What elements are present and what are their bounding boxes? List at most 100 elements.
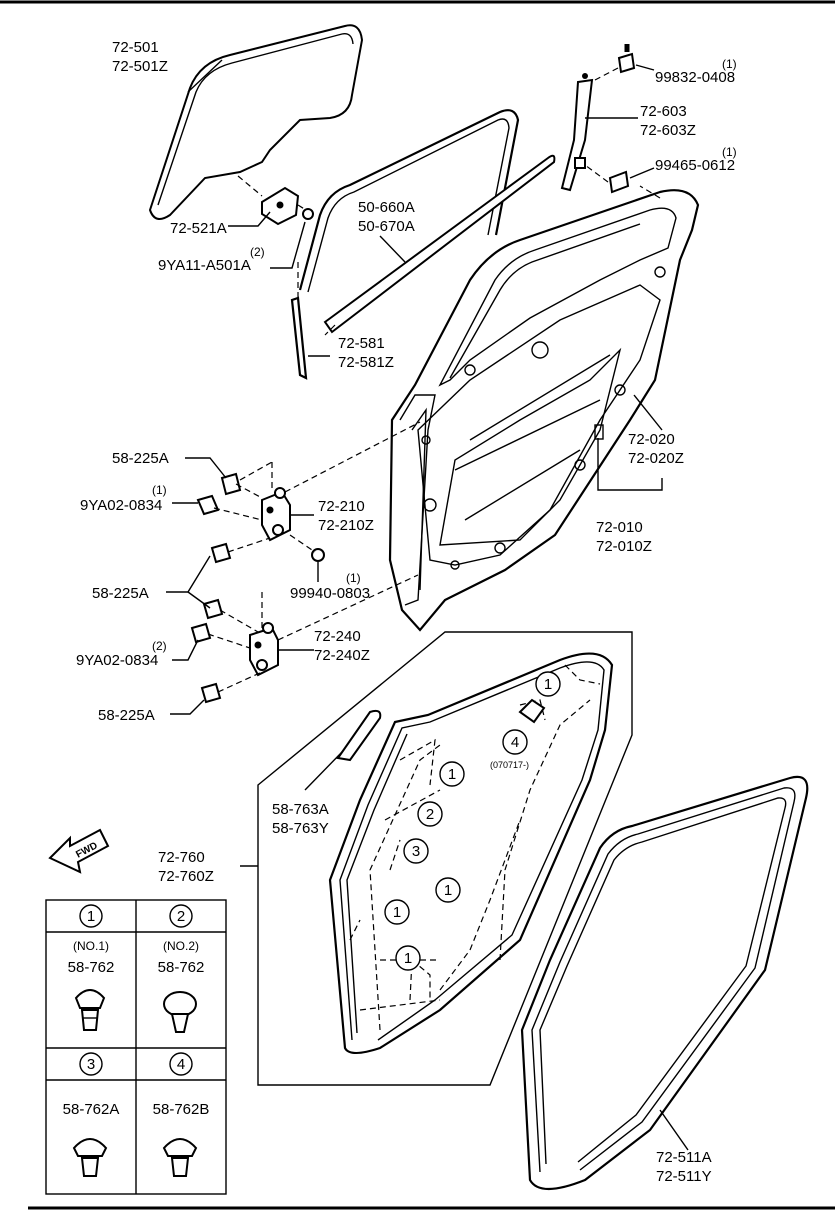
quantity-label: (2) [250,245,265,259]
door-weatherstrip-drawing [520,775,809,1190]
part-number-label: 72-210Z [318,517,374,534]
marker-number: 3 [412,843,420,860]
callout-9ya02-0834: (2)9YA02-0834 [76,639,167,669]
leader-72-501 [187,59,223,93]
seal-58-763A-drawing [336,709,382,762]
upper-hinge-drawing [196,421,421,620]
legend-part-number: 58-762B [153,1101,210,1118]
callout-9ya02-0834: (1)9YA02-0834 [80,483,167,514]
marker-number: 4 [511,734,519,751]
part-number-label: 9YA11-A501A [158,257,251,274]
leader-72-521A [228,211,271,227]
part-number-label: 72-501 [112,39,159,56]
leader-72-511A [659,1109,689,1151]
callout-72-603: 72-603 72-603Z [640,103,696,139]
part-number-label: 72-010 [596,519,643,536]
legend-note: (NO.2) [163,939,199,953]
quantity-label: (1) [346,571,361,585]
leader-58-225A-top [185,457,227,479]
leader-58-763A [304,751,343,791]
part-number-label: 72-240 [314,628,361,645]
part-number-label: 58-225A [92,585,149,602]
part-number-label: 72-581Z [338,354,394,371]
clip-no1-icon [74,989,106,1031]
marker-number: 1 [393,904,401,921]
marker-circle [535,671,561,697]
lower-hinge-drawing [190,574,419,704]
part-number-label: 50-660A [358,199,415,216]
belt-molding-drawing [323,154,556,336]
legend-circle [169,1052,193,1076]
legend-part-number: 58-762 [68,959,115,976]
legend-circle [169,904,193,928]
marker-4-date-note: (070717-) [490,760,529,770]
callout-99940-0803: (1)99940-0803 [290,571,370,602]
clip-4-icon [162,1138,198,1177]
leader-99832 [635,64,655,71]
callout-72-240: 72-240 72-240Z [314,628,370,664]
callout-99465-0612: (1)99465-0612 [655,145,737,174]
marker-circle [384,899,410,925]
part-number-label: 99832-0408 [655,69,735,86]
legend-circle [79,904,103,928]
legend-part-number: 58-762 [158,959,205,976]
legend-number: 4 [177,1056,185,1073]
callout-58-225a: 58-225A [92,585,149,602]
marker-circle [435,877,461,903]
part-number-label: 50-670A [358,218,415,235]
callout-99832-0408: (1)99832-0408 [655,57,737,86]
leader-72-020 [633,394,663,431]
part-number-label: 9YA02-0834 [76,652,158,669]
marker-circle [417,801,443,827]
marker-number: 1 [448,766,456,783]
marker-circle [403,838,429,864]
leader-58-225A-mid-a [166,555,211,593]
part-number-label: 72-603Z [640,122,696,139]
quantity-label: (1) [722,145,737,159]
part-number-label: 99465-0612 [655,157,735,174]
marker-circle [439,761,465,787]
part-number-label: 58-763Y [272,820,329,837]
part-number-label: 72-020Z [628,450,684,467]
marker-circle [502,729,528,755]
quantity-label: (1) [152,483,167,497]
part-number-label: 72-511Y [656,1168,712,1185]
callout-58-225a: 58-225A [98,707,155,724]
part-number-label: 72-511A [656,1149,712,1166]
marker-circle [395,945,421,971]
clip-3-icon [72,1138,108,1177]
callout-50-660a: 50-660A 50-670A [358,199,415,235]
part-number-label: 58-225A [98,707,155,724]
marker-number: 2 [426,806,434,823]
callout-72-581: 72-581 72-581Z [338,335,394,371]
callout-72-521a: 72-521A [170,220,227,237]
part-number-label: 72-603 [640,103,687,120]
marker-number: 1 [404,950,412,967]
leader-72-010 [597,438,663,491]
legend-part-number: 58-762A [63,1101,120,1118]
callout-72-020: 72-020 72-020Z [628,431,684,467]
callout-72-511a: 72-511A 72-511Y [656,1149,712,1185]
upper-sash-drawing [560,44,661,199]
callout-9ya11-a501a: (2)9YA11-A501A [158,245,265,274]
glass-bracket-drawing [237,175,314,226]
part-number-label: 9YA02-0834 [80,497,162,514]
legend-number: 2 [177,908,185,925]
part-number-label: 72-020 [628,431,675,448]
door-shell-drawing [388,189,700,632]
legend-note: (NO.1) [73,939,109,953]
clip-no2-icon [163,991,197,1033]
legend-circle [79,1052,103,1076]
leader-99465 [629,167,655,179]
marker-number: 1 [544,676,552,693]
part-number-label: 58-763A [272,801,329,818]
quantity-label: (2) [152,639,167,653]
door-screen-drawing [328,652,614,1055]
part-number-label: 99940-0803 [290,585,370,602]
part-number-label: 72-240Z [314,647,370,664]
part-number-label: 72-581 [338,335,385,352]
